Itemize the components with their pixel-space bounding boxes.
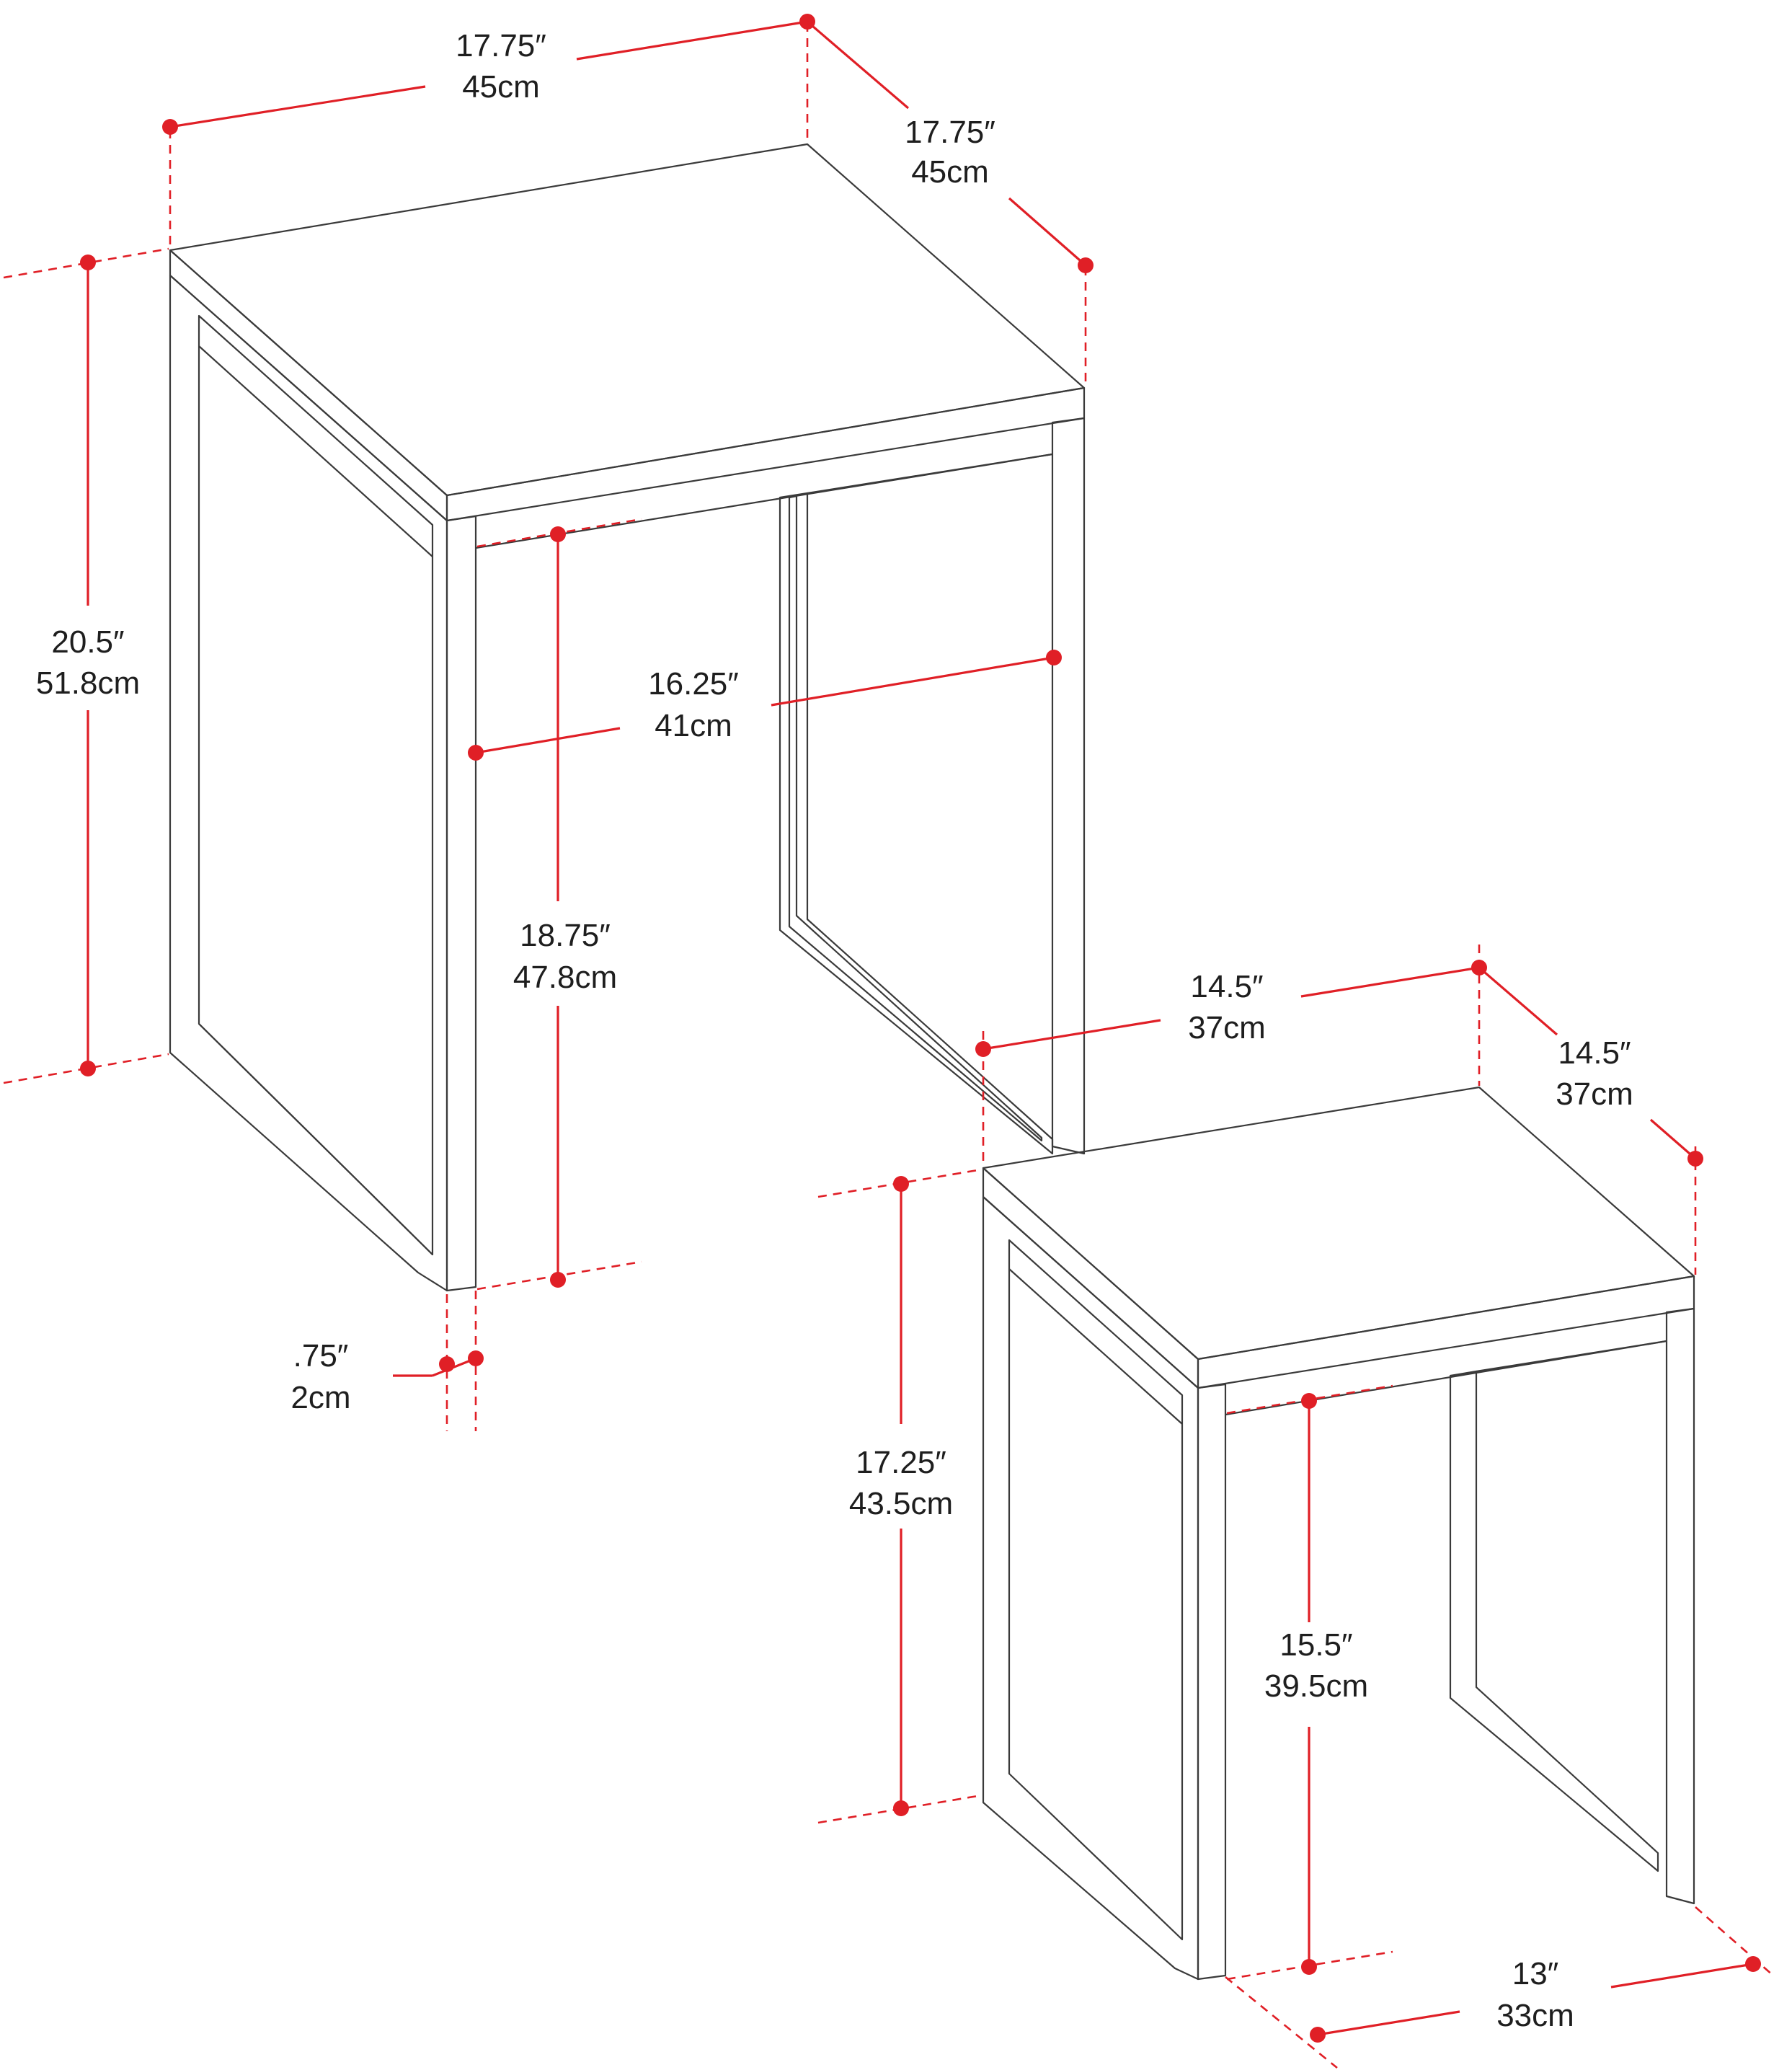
large-clearance-dimension: 18.75″ 47.8cm: [476, 518, 642, 1291]
small-table-top-left-edge: [982, 1167, 1199, 1389]
large-inner-width-dimension: 16.25″ 41cm: [468, 650, 1062, 761]
small-table-top-surface: [982, 1086, 1695, 1361]
large-table-right-frame-outer: [1051, 417, 1086, 1155]
small-clearance-dimension: 15.5″ 39.5cm: [1226, 1384, 1393, 1981]
small-table-front-apron: [1225, 1340, 1667, 1416]
large-clearance-in: 18.75″: [520, 918, 611, 953]
small-clearance-in: 15.5″: [1279, 1627, 1352, 1663]
large-height-in: 20.5″: [51, 624, 124, 660]
large-table-right-frame-inner: [779, 492, 1054, 1155]
large-table-left-bottom-rail: [198, 1023, 433, 1255]
large-inner-width-cm: 41cm: [655, 708, 732, 743]
large-table-top-left-edge: [169, 249, 448, 522]
large-width-dimension: 17.75″ 45cm: [162, 14, 815, 249]
small-table-top-front-edge: [1197, 1275, 1695, 1389]
small-table-front-left-leg: [1197, 1383, 1227, 1981]
large-depth-dimension: 17.75″ 45cm: [806, 20, 1094, 386]
small-table-left-inner-edge: [1008, 1268, 1183, 1425]
small-table-right-frame-outer: [1665, 1307, 1695, 1905]
small-height-in: 17.25″: [856, 1445, 946, 1480]
small-clearance-cm: 39.5cm: [1264, 1668, 1368, 1704]
small-inner-depth-in: 13″: [1512, 1956, 1559, 1991]
small-inner-depth-cm: 33cm: [1496, 1998, 1574, 2033]
large-depth-cm: 45cm: [911, 154, 989, 190]
large-clearance-cm: 47.8cm: [513, 960, 617, 995]
large-table-left-frame-outer: [169, 274, 448, 1292]
small-depth-in: 14.5″: [1558, 1035, 1631, 1071]
large-leg-thickness-in: .75″: [293, 1338, 349, 1374]
large-table-front-apron: [475, 453, 1053, 549]
large-inner-width-in: 16.25″: [648, 666, 739, 702]
small-depth-cm: 37cm: [1556, 1076, 1633, 1112]
small-table-left-frame-inner: [1008, 1239, 1184, 1941]
small-table-drawing: [982, 1086, 1695, 1981]
small-height-cm: 43.5cm: [849, 1486, 953, 1521]
large-leg-thickness-cm: 2cm: [290, 1380, 350, 1415]
small-width-in: 14.5″: [1190, 969, 1263, 1004]
large-table-left-inner-edge: [198, 345, 433, 557]
large-height-cm: 51.8cm: [36, 665, 140, 701]
small-inner-depth-dimension: 13″ 33cm: [1225, 1906, 1774, 2069]
large-height-dimension: 20.5″ 51.8cm: [3, 247, 169, 1084]
large-table-left-frame-inner: [198, 314, 434, 1256]
large-table-drawing: [169, 143, 1086, 1292]
large-width-in: 17.75″: [456, 28, 546, 63]
small-depth-dimension: 14.5″ 37cm: [1478, 966, 1703, 1275]
large-table-right-frame-inner-2: [788, 495, 1043, 1142]
small-table-left-frame-outer: [982, 1195, 1199, 1981]
large-width-cm: 45cm: [462, 69, 540, 105]
large-table-front-left-leg: [445, 515, 477, 1292]
small-width-cm: 37cm: [1188, 1010, 1266, 1045]
small-table-right-frame-inner: [1449, 1370, 1659, 1872]
small-width-dimension: 14.5″ 37cm: [975, 945, 1487, 1167]
large-depth-in: 17.75″: [905, 115, 995, 150]
large-leg-thickness-dimension: .75″ 2cm: [290, 1291, 484, 1431]
small-height-dimension: 17.25″ 43.5cm: [817, 1168, 983, 1824]
